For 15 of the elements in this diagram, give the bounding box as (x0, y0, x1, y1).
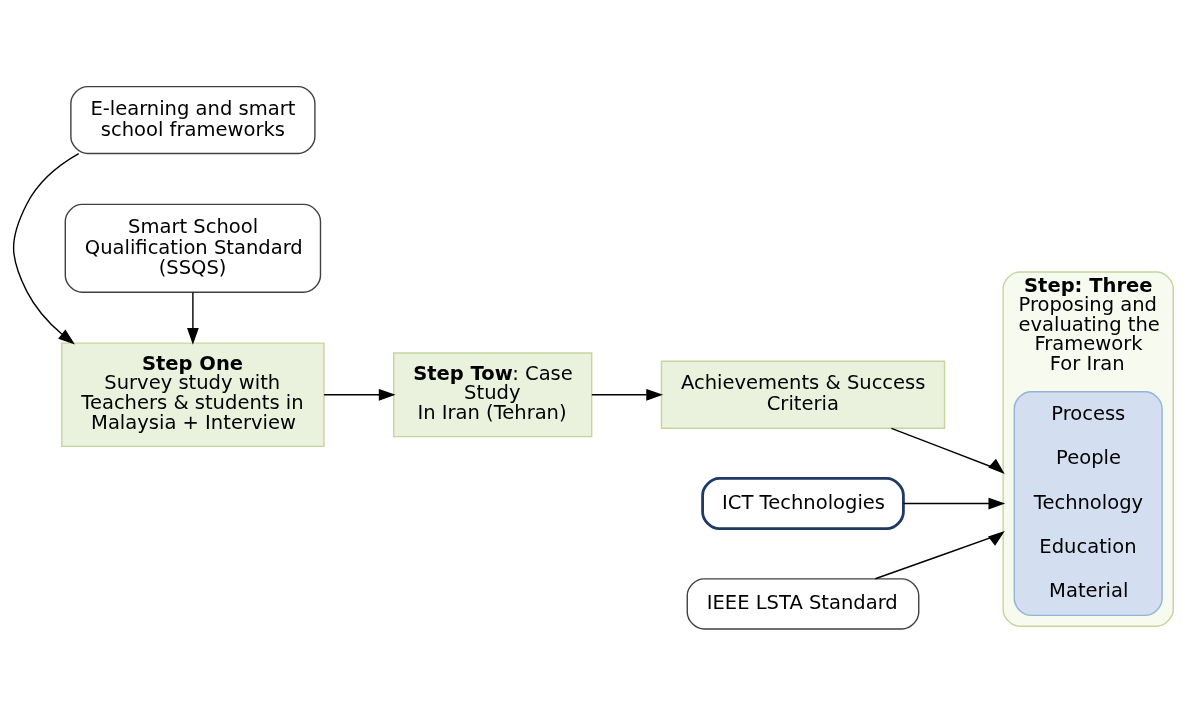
node-box: IEEE LSTA Standard (686, 578, 920, 630)
arrow (591, 388, 663, 401)
arrow (323, 388, 396, 401)
node-box: ICT Technologies (701, 477, 905, 531)
arrow (890, 427, 1005, 475)
node-box: Smart School Qualification Standard (SSQS) (64, 203, 322, 293)
node-box: Process People Technology Education Material (1013, 391, 1163, 617)
node-box: Achievements & Success Criteria (660, 360, 946, 429)
arrow (902, 497, 1006, 510)
node-box: Step One Survey study with Teachers & students in Malaysia + Interview (61, 342, 325, 448)
node-box: E-learning and smart school frameworks (70, 85, 316, 155)
arrow (12, 152, 80, 345)
arrow (187, 291, 199, 345)
node-box: Step Tow: Case Study In Iran (Tehran) (393, 352, 593, 438)
arrow (874, 531, 1005, 580)
